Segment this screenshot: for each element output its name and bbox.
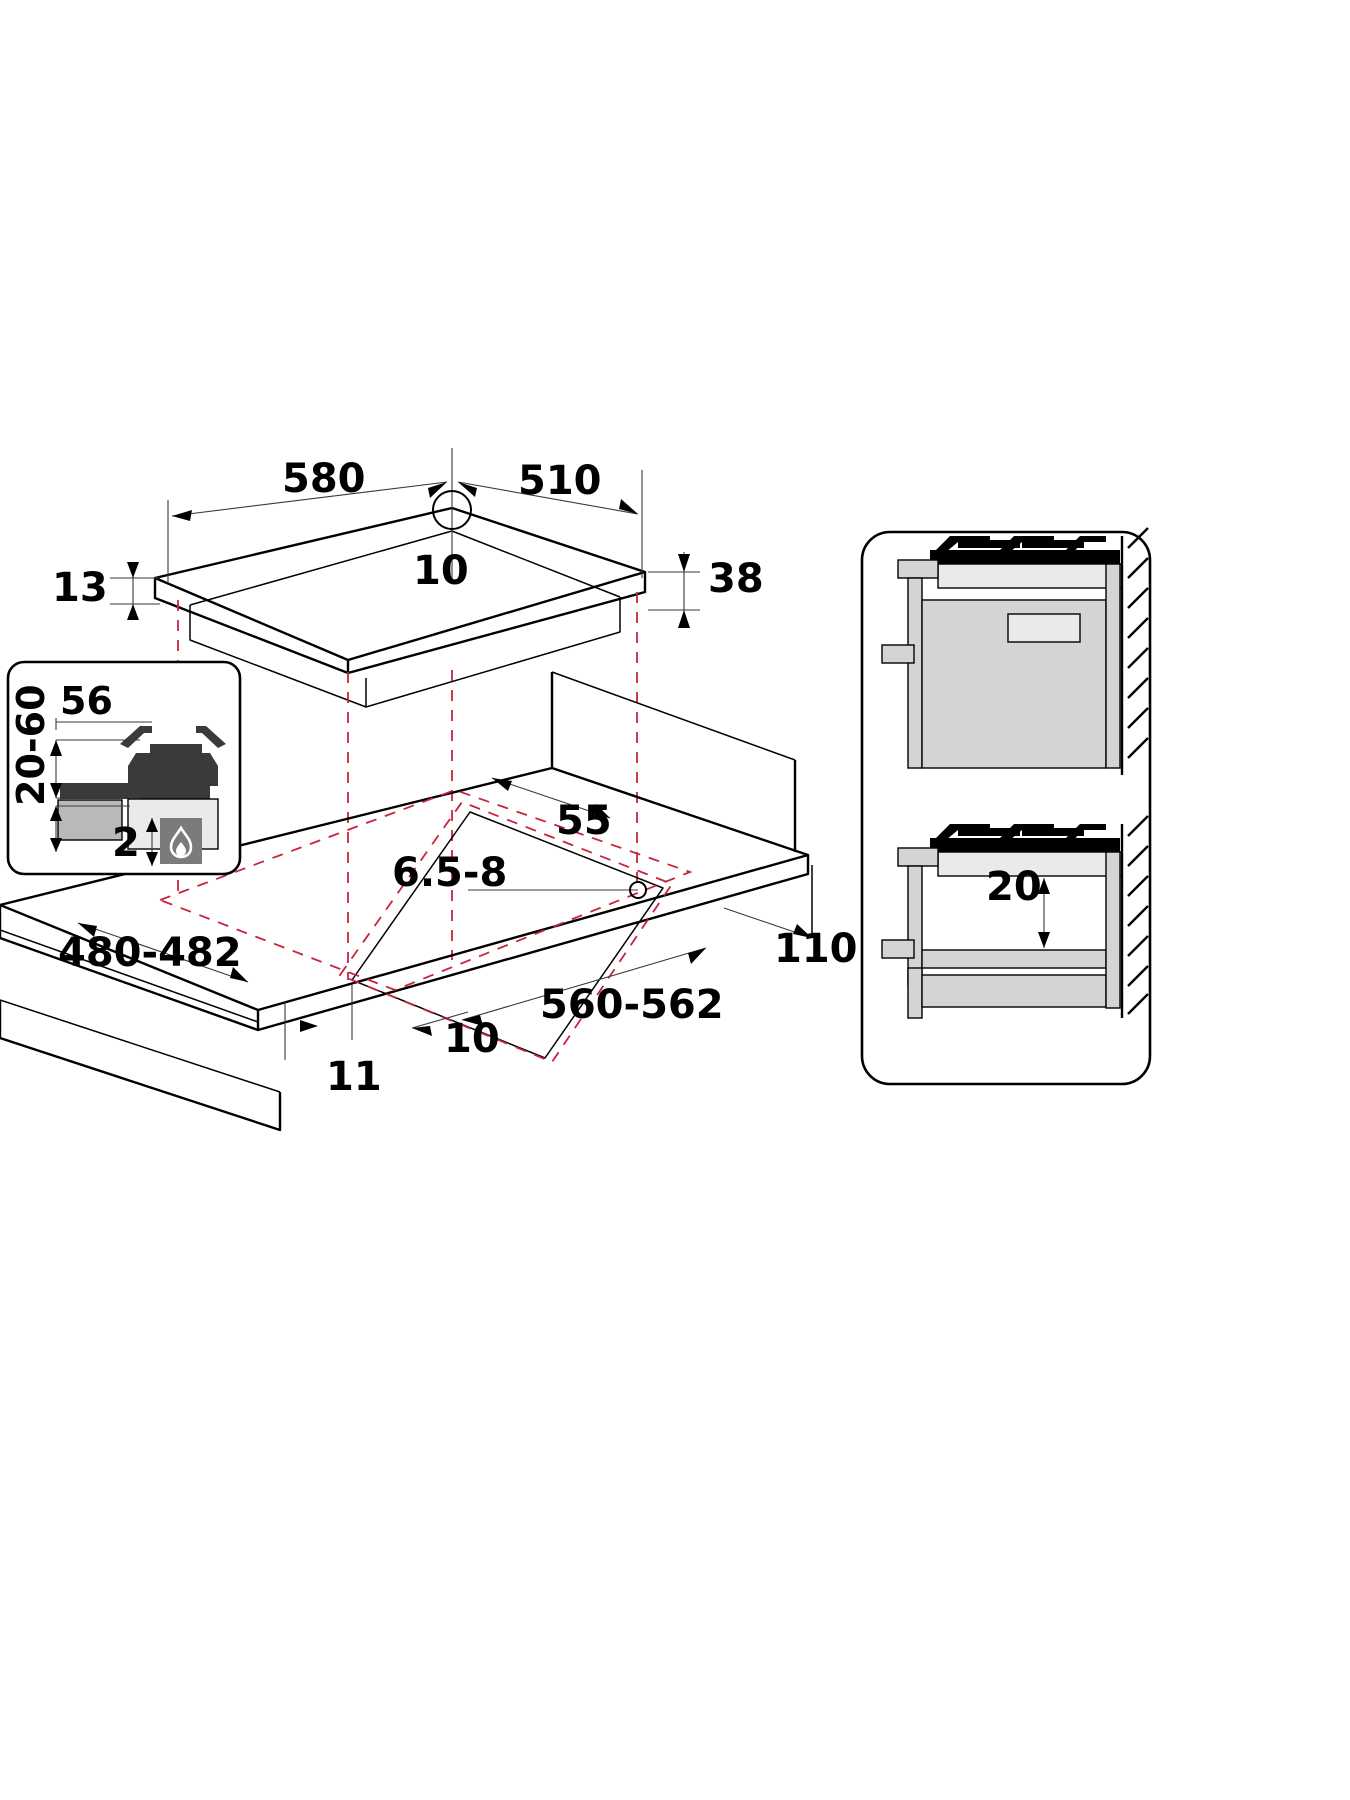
top-dimension-group: 580 510 10	[167, 448, 643, 594]
dim-rear-55: 55	[556, 798, 612, 844]
side-section-panel: 20	[860, 527, 1152, 1086]
dim-cabinet-20-60: 20-60	[9, 684, 53, 806]
dim-13-group: 13	[52, 562, 160, 620]
dim-cutout-width: 560-562	[540, 982, 724, 1028]
dim-offset-10: 10	[444, 1016, 500, 1062]
dim-worktop-thickness: 6.5-8	[392, 850, 507, 896]
clearance-under-hob-view: 20	[881, 815, 1149, 1019]
dim-thickness-13: 13	[52, 565, 108, 611]
worktop-group	[0, 671, 810, 1132]
dim-cutout-depth: 480-482	[58, 930, 242, 976]
dim-burner-56: 56	[60, 679, 113, 723]
dim-height-38: 38	[708, 556, 764, 602]
wall-hatch-lower	[1120, 815, 1149, 1018]
dim-offset-11: 11	[326, 1054, 382, 1100]
wall-hatch-upper	[1120, 527, 1149, 775]
gas-flame-icon	[169, 825, 193, 859]
dim-width-580: 580	[282, 456, 366, 502]
dim-front-110: 110	[774, 926, 858, 972]
dim-gas-clearance-2: 2	[112, 820, 140, 866]
dim-centre-10: 10	[413, 548, 469, 594]
dim-clearance-20: 20	[986, 864, 1042, 910]
dim-38-group: 38	[648, 552, 764, 628]
worktop-dimension-group: 55 6.5-8 480-482 560-562 110 11	[58, 777, 858, 1100]
oven-under-hob-view	[881, 527, 1149, 775]
inset-burner-detail-panel: 56 20-60 2	[6, 660, 242, 876]
dim-depth-510: 510	[518, 458, 602, 504]
